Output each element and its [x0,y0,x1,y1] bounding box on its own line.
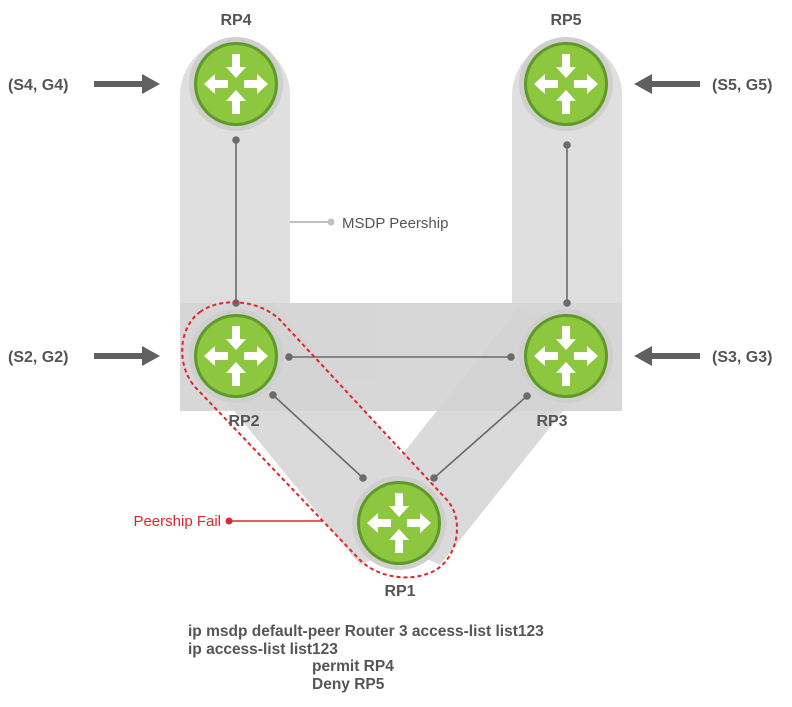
source-arrow-s2g2 [94,346,160,366]
config-line: ip access-list list123 [188,640,338,658]
router-rp4 [189,37,283,131]
source-arrow-s4g4 [94,74,160,94]
source-label-s2g2: (S2, G2) [8,349,68,366]
router-label-rp4: RP4 [220,12,251,29]
router-label-rp1: RP1 [384,583,415,600]
router-label-rp3: RP3 [536,413,567,430]
source-label-s5g5: (S5, G5) [712,77,772,94]
source-label-s3g3: (S3, G3) [712,349,772,366]
router-rp1 [352,476,446,570]
config-line: ip msdp default-peer Router 3 access-lis… [188,623,544,640]
source-label-s4g4: (S4, G4) [8,77,68,94]
peership-fail-callout: Peership Fail [133,513,322,530]
source-arrow-s3g3 [634,346,700,366]
config-line: permit RP4 [312,658,394,675]
router-label-rp2: RP2 [228,413,259,430]
router-rp5 [519,37,613,131]
router-rp3 [519,309,613,403]
msdp-peership-label: MSDP Peership [342,215,448,232]
msdp-diagram: MSDP Peership RP4 RP5 RP2 RP3 RP1 (S4, G… [8,12,772,600]
config-line: Deny RP5 [312,675,385,693]
peership-fail-outline [181,301,458,579]
router-label-rp5: RP5 [550,12,581,29]
peership-fail-label: Peership Fail [133,513,221,530]
source-arrow-s5g5 [634,74,700,94]
msdp-peership-callout: MSDP Peership [290,215,448,232]
config-block: ip msdp default-peer Router 3 access-lis… [188,623,544,693]
router-rp2 [189,309,283,403]
